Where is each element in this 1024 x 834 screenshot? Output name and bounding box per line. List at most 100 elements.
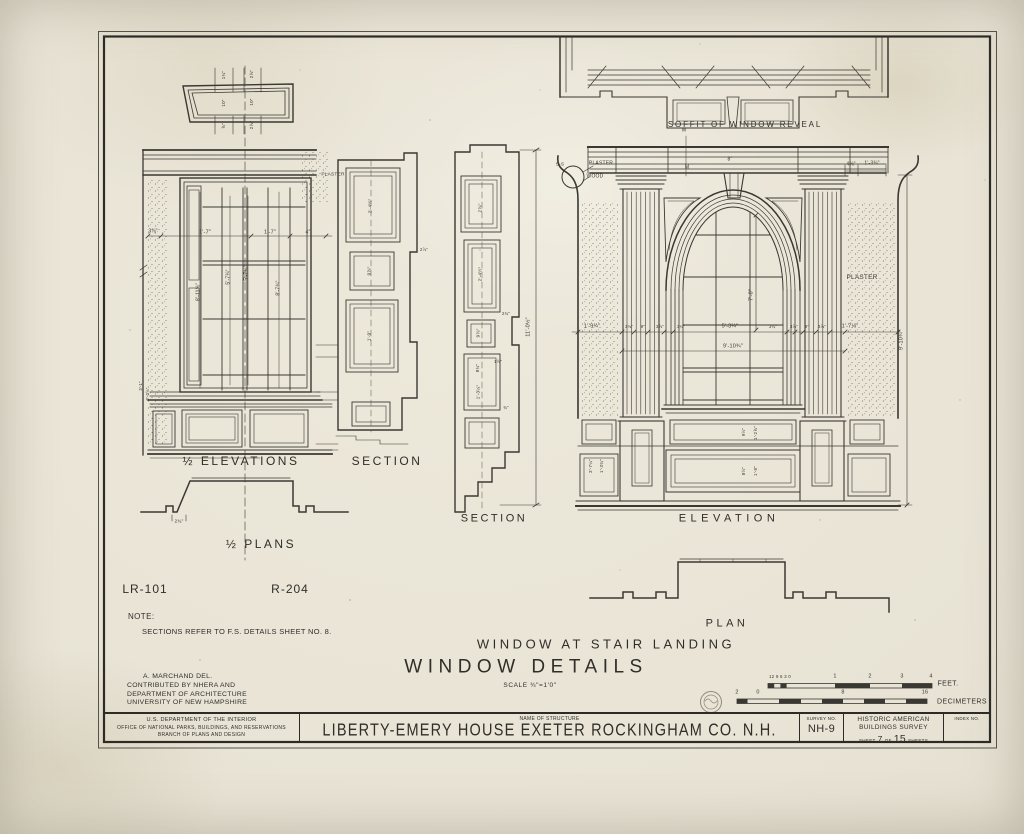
dimension-label: 3⅞" (818, 323, 826, 329)
agency-line-2: OFFICE OF NATIONAL PARKS, BUILDINGS, AND… (117, 724, 286, 731)
dimension-label: 2⅞" (420, 246, 428, 252)
dimension-label: 1'-3¾" (864, 160, 880, 167)
index-number-cell: INDEX NO. (943, 714, 990, 742)
agency-line-1: U.S. DEPARTMENT OF THE INTERIOR (146, 716, 257, 723)
dimension-label: 16 (921, 689, 929, 696)
dimension-label: 1'-9" (367, 330, 373, 342)
dimension-label: ⅞" (220, 123, 226, 129)
credit-line-1: A. MARCHAND DEL. (143, 673, 213, 680)
sheet-total: 15 (893, 733, 906, 742)
half-plans-label: ½ PLANS (225, 537, 297, 551)
note-heading: NOTE: (128, 612, 155, 621)
room-code-lr101: LR-101 (122, 582, 168, 596)
dimension-label: 1'-2⅞" (752, 426, 758, 440)
elevation-label: ELEVATION (678, 512, 780, 525)
dimension-label: 1'-7" (199, 229, 211, 236)
dimension-label: 1'-7⅛" (841, 323, 859, 330)
half-plans-drawing (140, 477, 349, 522)
dimension-label: 9" (804, 323, 810, 329)
scale-bars (736, 683, 933, 704)
dimension-label: 5'-3¼" (721, 323, 739, 330)
structure-name: LIBERTY-EMERY HOUSE EXETER ROCKINGHAM CO… (322, 721, 777, 740)
dimension-label: 8½" (740, 466, 746, 476)
dimension-label: S-S (555, 162, 565, 168)
half-elevations-label: ½ ELEVATIONS (182, 454, 300, 468)
dimension-label: 2'-4½" (478, 266, 484, 282)
survey-number: NH-9 (807, 722, 836, 735)
dimension-label: 2⅞" (478, 203, 484, 213)
dimension-label: 3⅞" (148, 228, 158, 235)
paper-specks (129, 43, 986, 661)
habs-cell: HISTORIC AMERICAN BUILDINGS SURVEY SHEET… (843, 714, 943, 742)
dimension-label: 3¼" (677, 323, 685, 329)
section-center-label: SECTION (460, 512, 528, 525)
round-stamp (700, 691, 722, 713)
dimension-label: PLASTER (321, 172, 345, 178)
dimension-label: 2¾" (174, 519, 184, 525)
credit-line-2: CONTRIBUTED BY NHERA AND (127, 682, 236, 689)
agency-line-3: BRANCH OF PLANS AND DESIGN (157, 732, 246, 739)
dimension-label: 9'-10¾" (898, 330, 905, 350)
scale-note: SCALE ¾"=1'0" (503, 681, 557, 689)
habs-line-1: HISTORIC AMERICAN (857, 715, 930, 723)
dimension-label: 9⅞" (476, 328, 482, 338)
dimension-label: 9" (640, 323, 646, 329)
dimension-label: 9'-10¾" (723, 343, 743, 350)
dimension-label: 5'-7¼" (225, 269, 232, 285)
dimension-label: 2'-4½" (368, 198, 374, 214)
dimension-label: 0 (756, 689, 760, 696)
dimension-label: 1'-7" (264, 229, 276, 236)
head-plan-detail (182, 67, 294, 135)
dimension-label: PLASTER (846, 273, 878, 281)
left-section-drawing (335, 152, 418, 445)
sheet-count-line: SHEET 7 OF 15 SHEETS (859, 733, 928, 742)
sheet-number: 7 (877, 734, 883, 742)
center-section-drawing (454, 144, 542, 513)
dimension-label: 12 9 6 3 0 (768, 673, 792, 679)
sheet-title: WINDOW DETAILS (404, 656, 648, 678)
survey-number-cell: SURVEY NO. NH-9 (799, 714, 843, 742)
dimension-label: 1'-3¾" (598, 459, 604, 473)
dimension-label: 3'-1" (137, 381, 143, 391)
dimension-label: 4" (305, 229, 311, 236)
note-text: SECTIONS REFER TO F.S. DETAILS SHEET NO.… (142, 627, 332, 636)
elevation-drawing (556, 135, 920, 511)
dimension-label: 3⅞" (656, 323, 664, 329)
dimension-label: 10" (248, 98, 254, 106)
dimension-label: 2 (868, 673, 872, 680)
index-heading: INDEX NO. (954, 715, 980, 721)
dimension-label: M (684, 164, 690, 171)
dimension-label: 8'-7¾" (275, 280, 282, 296)
dimension-label: 3⅞" (790, 323, 798, 329)
structure-name-cell: NAME OF STRUCTURE LIBERTY-EMERY HOUSE EX… (299, 714, 799, 742)
dimension-label: 3 (900, 673, 904, 680)
decimeters-scale-label: DECIMETERS (937, 698, 987, 706)
dimension-label: 3⅛" (625, 323, 633, 329)
dimension-label: 8 (841, 689, 845, 696)
dimension-label: 1'-8" (752, 466, 758, 476)
sheets-word: SHEETS (907, 738, 929, 742)
dimension-label: 2⅞" (248, 69, 254, 79)
dimension-label: 2¾" (502, 310, 510, 316)
sheet-word: SHEET (858, 738, 876, 742)
plan-label: PLAN (705, 617, 749, 630)
dimension-label: 7'-0" (748, 289, 755, 301)
dimension-label: 3'-7¼" (587, 459, 593, 473)
dimension-label: 2 (735, 689, 739, 696)
dimension-label: WOOD (586, 173, 604, 180)
dimension-label: 8" (727, 156, 733, 163)
dimension-label: 9⅞" (367, 266, 373, 276)
soffit-label: SOFFIT OF WINDOW REVEAL (667, 120, 823, 129)
credit-line-3: DEPARTMENT OF ARCHITECTURE (127, 691, 247, 698)
half-elevations-drawing (139, 149, 339, 459)
title-block: U.S. DEPARTMENT OF THE INTERIOR OFFICE O… (104, 712, 990, 742)
dimension-label: 3¼" (769, 323, 777, 329)
dimension-label: ¾" (503, 404, 509, 410)
dimension-label: 1 (833, 673, 837, 680)
dimension-label: PLASTER (588, 160, 614, 167)
credit-line-4: UNIVERSITY OF NEW HAMPSHIRE (127, 699, 248, 706)
dimension-label: 4⅝" (846, 161, 856, 168)
room-code-r204: R-204 (271, 582, 309, 596)
